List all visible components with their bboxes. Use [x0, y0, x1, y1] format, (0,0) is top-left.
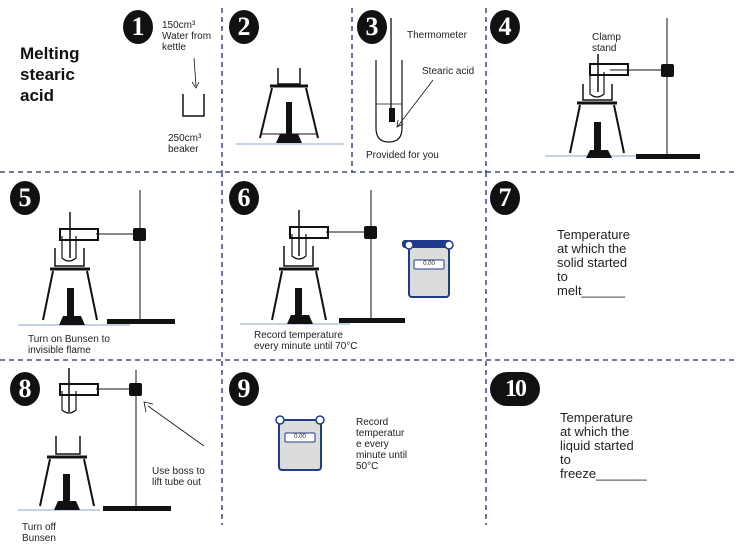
step-number-badge: 6 — [229, 181, 259, 215]
step8-caption: Turn off Bunsen — [22, 522, 56, 544]
page-title: Melting stearic acid — [20, 44, 80, 105]
step-number-badge: 9 — [229, 372, 259, 406]
step6-apparatus — [240, 190, 405, 325]
step-number-badge: 5 — [10, 181, 40, 215]
stearic-acid-label: Stearic acid — [422, 66, 475, 77]
step9-instruction: Record temperatur e every minute until 5… — [356, 417, 408, 472]
step-number-badge: 10 — [490, 372, 540, 406]
provided-label: Provided for you — [366, 150, 439, 161]
timer-display: 0.00 — [294, 434, 306, 440]
step-number-badge: 8 — [10, 372, 40, 406]
clamp-stand-label: Clamp stand — [592, 32, 621, 54]
timer-icon — [402, 240, 454, 298]
step8-apparatus — [18, 368, 205, 511]
step7-instruction: Temperature at which the solid started t… — [557, 227, 630, 298]
step-number-badge: 4 — [490, 10, 520, 44]
step3-apparatus — [375, 18, 434, 143]
step6-caption: Record temperature every minute until 70… — [254, 330, 358, 352]
step5-caption: Turn on Bunsen to invisible flame — [28, 334, 110, 356]
step1-apparatus — [182, 57, 205, 117]
grid-dividers — [0, 8, 736, 525]
timer-icon — [275, 415, 325, 471]
step-number-badge: 1 — [123, 10, 153, 44]
step5-apparatus — [18, 190, 175, 326]
step2-apparatus — [236, 68, 344, 145]
step-number-badge: 7 — [490, 181, 520, 215]
step-number-badge: 2 — [229, 10, 259, 44]
beaker-label: 250cm³ beaker — [168, 133, 202, 155]
step4-apparatus — [545, 18, 700, 159]
thermometer-label: Thermometer — [407, 30, 468, 41]
timer-display: 0.00 — [423, 261, 435, 267]
water-label: 150cm³ Water from kettle — [162, 20, 212, 53]
step-number-badge: 3 — [357, 10, 387, 44]
step10-instruction: Temperature at which the liquid started … — [560, 410, 647, 481]
boss-label: Use boss to lift tube out — [152, 466, 205, 488]
